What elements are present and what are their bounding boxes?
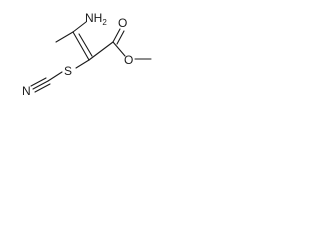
sulfur-label: S [64, 64, 72, 78]
bond-methyl-c3 [55, 31, 74, 43]
bond-c3-nh2 [72, 21, 87, 33]
amine-label: NH2 [85, 11, 107, 27]
bond-c2-c1 [88, 41, 114, 61]
ester-oxygen-label: O [124, 53, 133, 67]
bond-c1-o-carbonyl-second [116, 30, 125, 45]
carbonyl-oxygen-label: O [118, 16, 127, 30]
bond-c1-o-ester [112, 41, 126, 57]
bond-c-n-nitrile [32, 80, 49, 90]
chemical-structure-diagram: NH2 O O S N [22, 11, 152, 98]
nitrile-nitrogen-label: N [22, 84, 31, 98]
bond-c3-c2-second [78, 33, 93, 57]
bond-c3-c2 [72, 31, 90, 61]
bond-c-n-nitrile-second [30, 77, 47, 87]
bond-c1-o-carbonyl [112, 28, 121, 43]
bond-s-c-nitrile [47, 71, 63, 82]
amine-subscript: 2 [102, 18, 107, 27]
bond-c-n-nitrile-third [34, 83, 51, 93]
bond-c2-s [75, 59, 90, 69]
